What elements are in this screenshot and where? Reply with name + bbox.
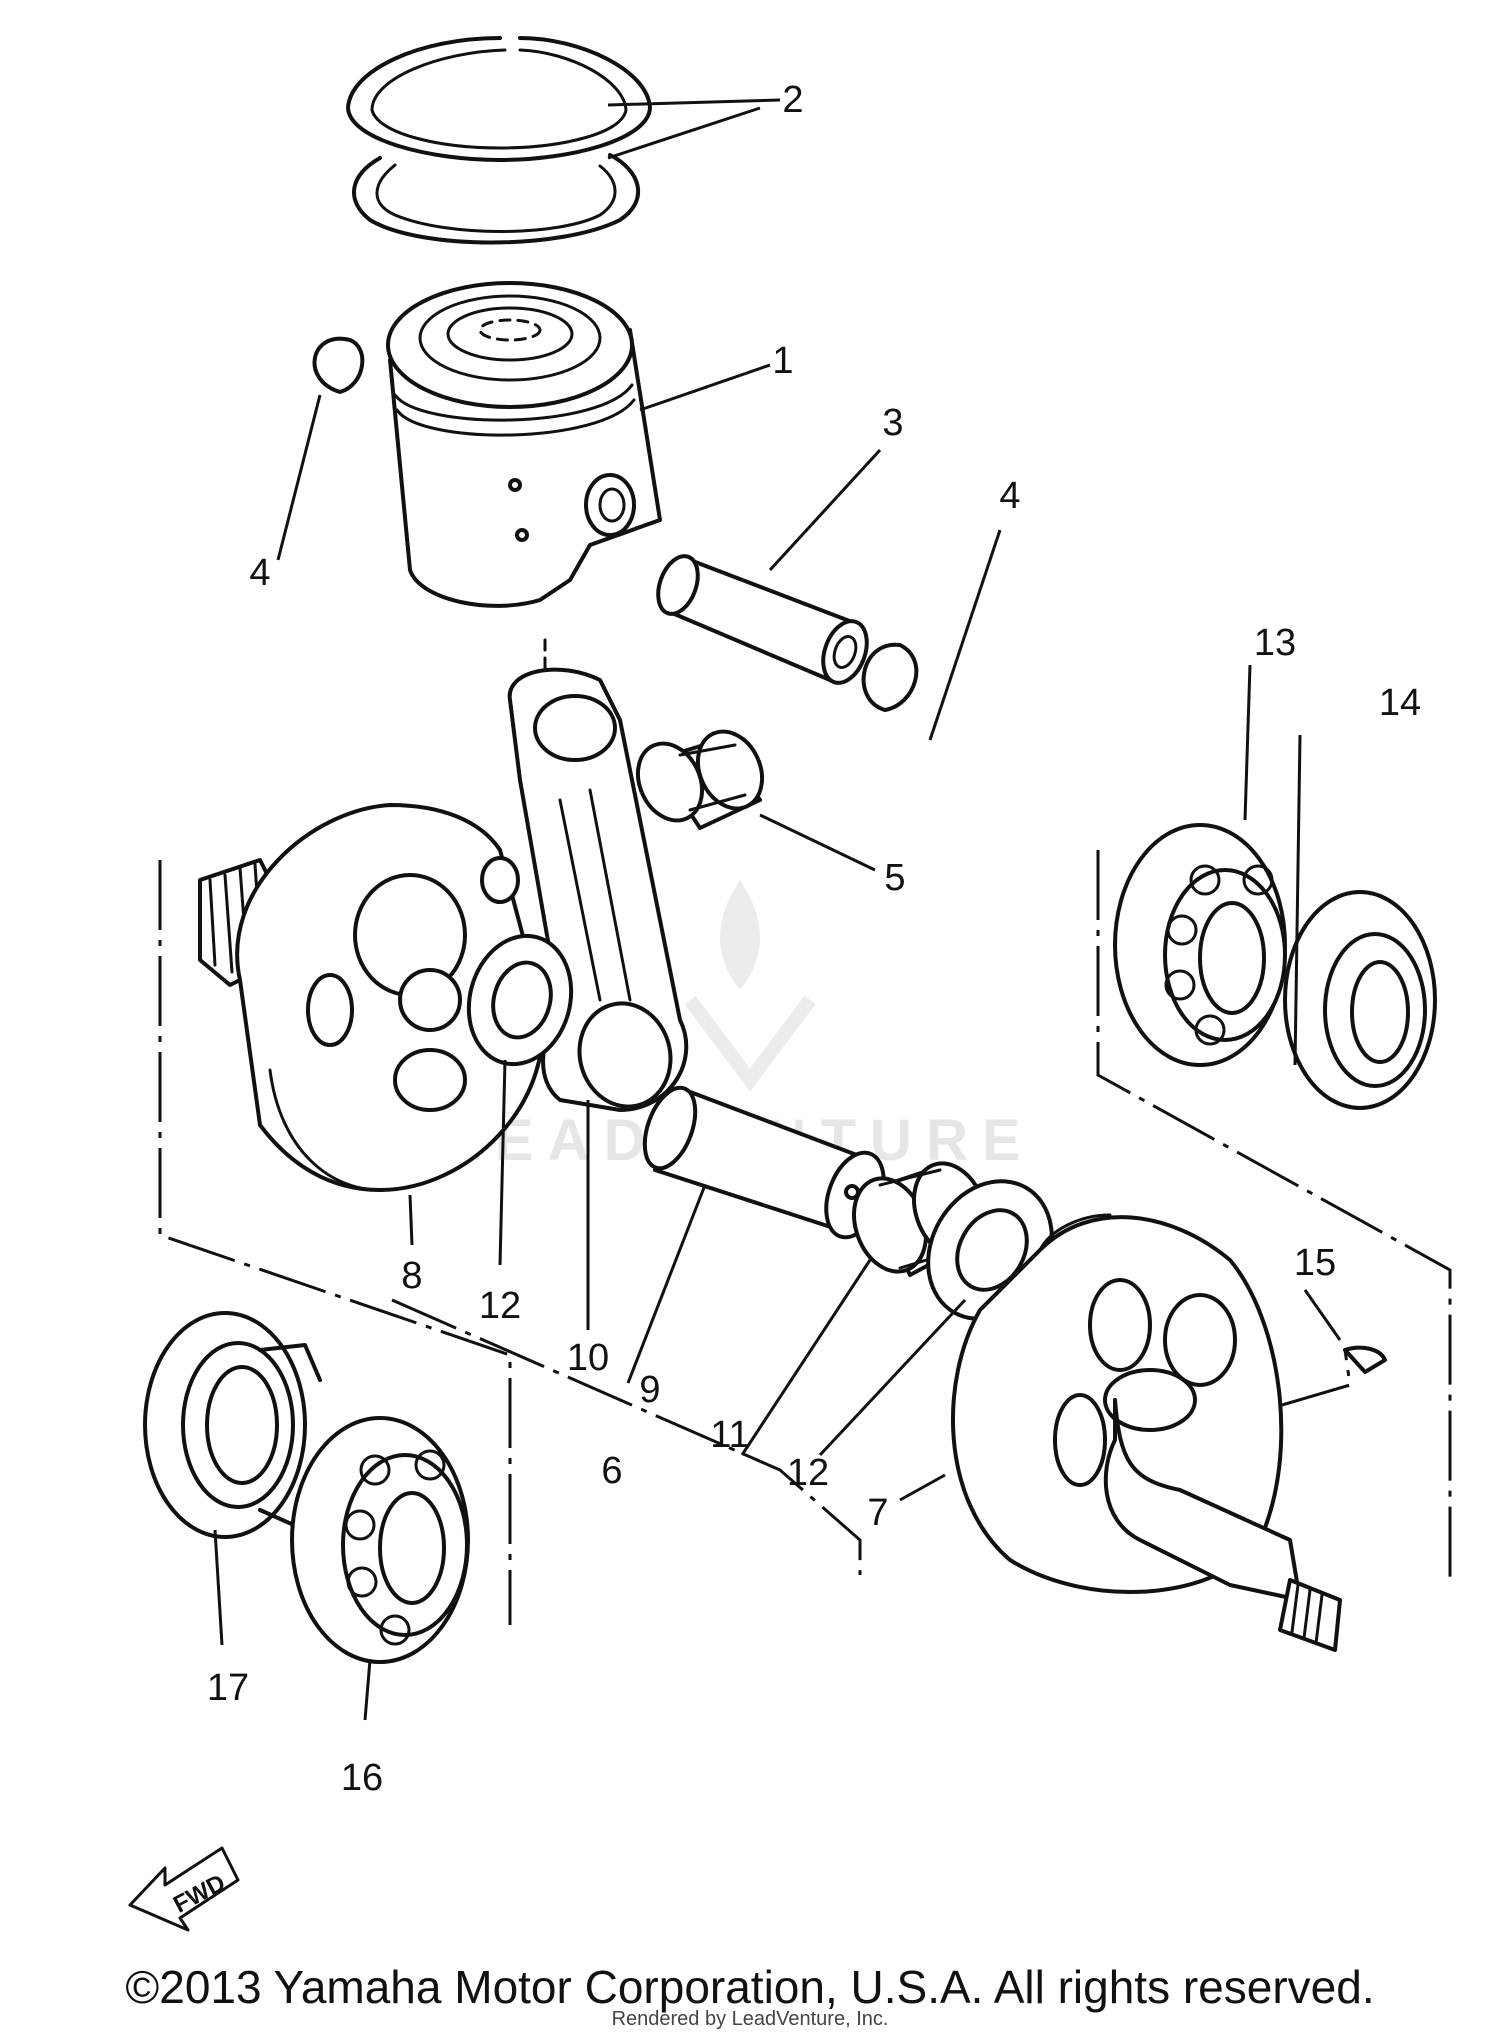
- piston-pin: [656, 554, 869, 685]
- thrust-washer-left: [466, 933, 574, 1067]
- piston-rings: [346, 36, 652, 245]
- callout-12-left: 12: [479, 1285, 521, 1327]
- callout-15: 15: [1294, 1242, 1336, 1284]
- callout-10: 10: [567, 1337, 609, 1379]
- callout-12-right: 12: [787, 1452, 829, 1494]
- fwd-arrow-icon: FWD: [128, 1846, 240, 1932]
- callout-13: 13: [1254, 622, 1296, 664]
- callout-9: 9: [639, 1369, 660, 1411]
- callout-2: 2: [782, 79, 803, 121]
- callout-1: 1: [772, 340, 793, 382]
- callout-11-lower: 11: [710, 1414, 749, 1456]
- left-crank-wheel: [198, 803, 545, 1192]
- copyright-notice: ©2013 Yamaha Motor Corporation, U.S.A. A…: [125, 1961, 1375, 2013]
- callout-7: 7: [867, 1492, 888, 1534]
- callout-16: 16: [341, 1757, 383, 1799]
- callout-4-left: 4: [249, 552, 270, 594]
- callouts: 2 1 3 4 4 13 14 5 8 12 10 9 6 11 12 7 15…: [207, 79, 1421, 1799]
- piston: [386, 281, 662, 608]
- crank-bearing-right: [1113, 823, 1287, 1067]
- oil-seal-left: [143, 1311, 322, 1539]
- callout-14: 14: [1379, 682, 1421, 724]
- small-end-bearing: [635, 729, 765, 830]
- assembly-brackets: [158, 850, 1452, 1625]
- leader-lines: [213, 98, 1342, 1721]
- callout-5: 5: [884, 857, 905, 899]
- rendered-by-credit: Rendered by LeadVenture, Inc.: [611, 2008, 889, 2030]
- oil-seal-right: [1283, 890, 1437, 1110]
- crank-bearing-left: [290, 1416, 470, 1664]
- circlip-left: [312, 336, 365, 394]
- callout-17: 17: [207, 1667, 249, 1709]
- callout-8: 8: [401, 1255, 422, 1297]
- connecting-rod: [507, 667, 689, 1112]
- woodruff-key: [1343, 1345, 1387, 1374]
- circlip-right: [861, 642, 919, 712]
- callout-6: 6: [601, 1450, 622, 1492]
- right-crank-wheel: [951, 1213, 1342, 1652]
- callout-3: 3: [882, 402, 903, 444]
- callout-4-right: 4: [999, 475, 1020, 517]
